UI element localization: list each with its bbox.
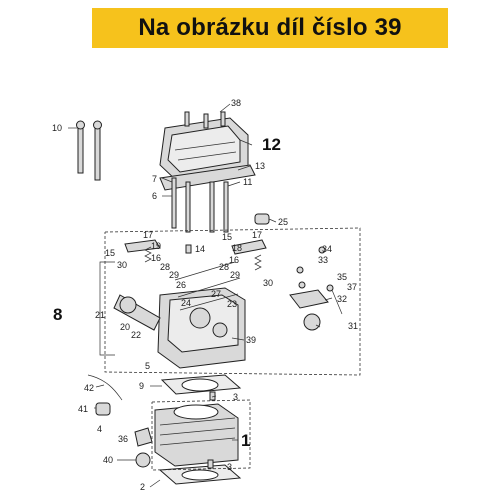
callout-14: 14 [195,244,205,254]
callout-27: 27 [211,289,221,299]
left-side-parts [87,374,153,468]
callout-19: 19 [151,241,161,251]
callout-16a: 16 [151,253,161,263]
callout-39: 39 [246,335,256,345]
callout-13: 13 [255,161,265,171]
callout-23: 23 [227,299,237,309]
callout-26: 26 [176,280,186,290]
camshaft [113,294,161,331]
callout-12: 12 [262,135,281,154]
long-bolts [76,120,102,181]
callout-29a: 29 [169,270,179,280]
callout-29b: 29 [230,270,240,280]
callout-4: 4 [97,424,102,434]
callout-3a: 3 [233,392,238,402]
callout-22: 22 [131,330,141,340]
cover-bolts [184,111,226,129]
callout-16b: 16 [229,255,239,265]
callout-31: 31 [348,321,358,331]
rocker-arms [124,239,267,255]
callout-11: 11 [243,177,252,187]
bracket-8 [99,261,115,356]
thermostat-parts [289,246,334,331]
callout-8: 8 [53,305,62,324]
callout-42: 42 [84,383,94,393]
dowel-lower [207,459,214,469]
cylinder-block [154,403,239,467]
callout-17a: 17 [143,230,153,240]
callout-32: 32 [337,294,347,304]
callout-18: 18 [232,243,242,253]
callout-34: 34 [322,244,332,254]
bolt-14 [185,244,192,254]
callout-1: 1 [241,431,250,450]
callout-10: 10 [52,123,62,133]
sensor-25 [254,213,270,225]
callout-38: 38 [231,98,241,108]
callout-28b: 28 [219,262,229,272]
callout-2: 2 [140,482,145,492]
callout-15a: 15 [105,248,115,258]
callout-41: 41 [78,404,88,414]
callout-28a: 28 [160,262,170,272]
head-gasket [160,374,242,395]
callout-9: 9 [139,381,144,391]
callout-3b: 3 [227,462,232,472]
callout-5: 5 [145,361,150,371]
callout-6: 6 [152,191,157,201]
leader-lines [68,103,343,488]
head-assembly-box [104,227,361,376]
callout-20: 20 [120,322,130,332]
callout-15b: 15 [222,232,232,242]
cylinder-head [157,287,246,369]
dowel-upper [209,391,216,401]
banner-title: Na obrázku díl číslo 39 [138,14,402,41]
callout-7: 7 [152,174,157,184]
block-box [151,399,251,471]
title-banner: Na obrázku díl číslo 39 [92,8,448,48]
callout-33: 33 [318,255,328,265]
callout-30b: 30 [263,278,273,288]
studs [171,177,229,233]
callout-30a: 30 [117,260,127,270]
valve-cover [159,117,256,191]
callout-37: 37 [347,282,357,292]
callout-21: 21 [95,310,105,320]
callout-36: 36 [118,434,128,444]
valves [174,261,241,311]
callout-17b: 17 [252,230,262,240]
valve-springs [144,246,262,271]
callout-25: 25 [278,217,288,227]
callout-35: 35 [337,272,347,282]
callout-40: 40 [103,455,113,465]
callout-24: 24 [181,298,191,308]
